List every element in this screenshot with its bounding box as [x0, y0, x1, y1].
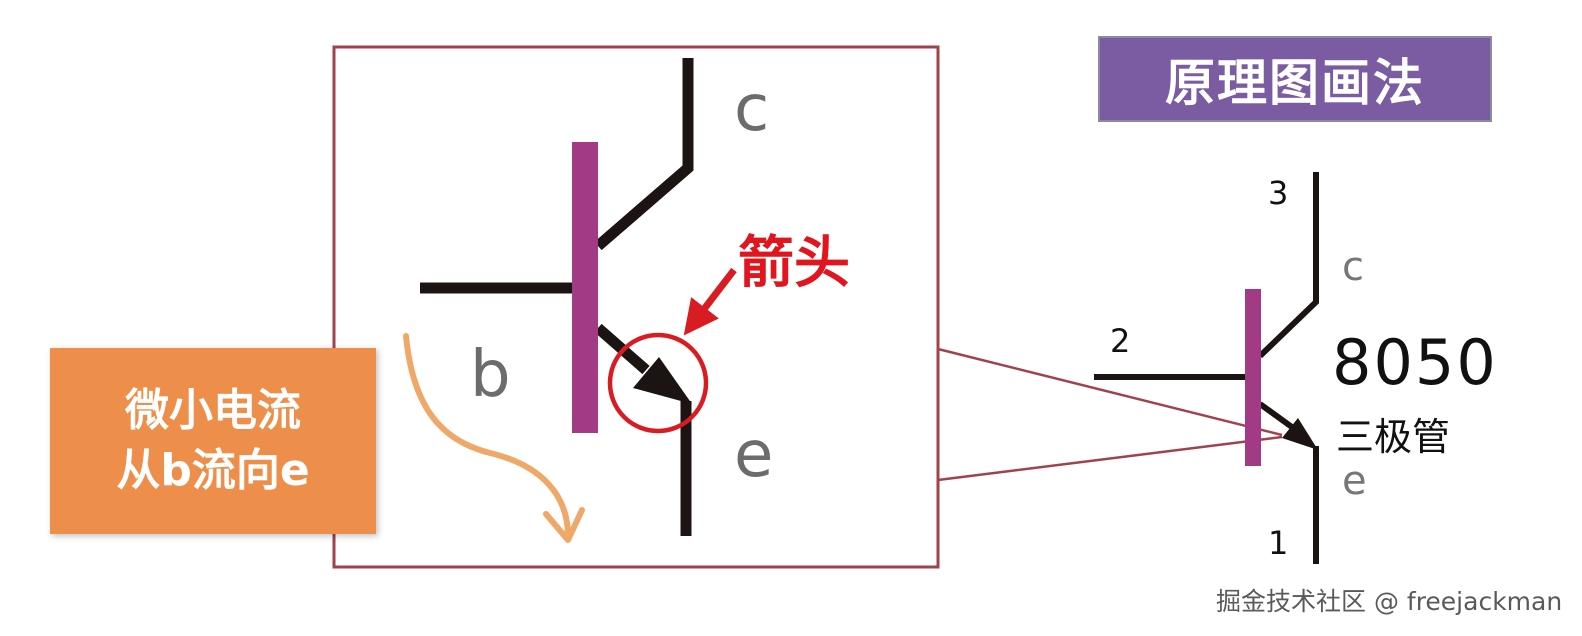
pin-base-number: 2 [1110, 322, 1131, 360]
pointer-arrow [683, 267, 737, 336]
emitter-arrow-head [633, 357, 692, 404]
pin-emitter-number: 1 [1268, 524, 1289, 562]
zoomed-transistor-symbol [420, 58, 737, 536]
pin-collector-number: 3 [1268, 174, 1289, 212]
watermark: 掘金技术社区 @ freejackman [1216, 587, 1563, 616]
flow-arrow-head [543, 507, 585, 543]
small-emitter-label: e [1342, 458, 1367, 504]
arrow-label: 箭头 [738, 231, 850, 296]
arrow-highlight-circle [607, 332, 709, 434]
part-number: 8050 [1332, 326, 1498, 399]
small-collector-label: c [1342, 244, 1364, 290]
zoomed-base-label: b [470, 338, 511, 412]
note-line-2: 从b流向e [116, 445, 310, 496]
note-line-1: 微小电流 [125, 385, 301, 436]
current-flow-arrow [403, 333, 585, 543]
collector-lead [594, 58, 694, 251]
small-collector-lead [1257, 172, 1319, 359]
flow-arrow-curve [403, 333, 571, 539]
title-text: 原理图画法 [1165, 54, 1425, 112]
base-bar [572, 142, 598, 433]
zoom-line-top [937, 347, 1283, 437]
small-emitter-diagonal [1258, 401, 1298, 433]
part-type: 三极管 [1336, 415, 1451, 459]
zoomed-emitter-label: e [734, 418, 774, 492]
title-box: 原理图画法 [1098, 36, 1492, 122]
zoom-frame [332, 45, 940, 569]
current-flow-note: 微小电流 从b流向e [50, 348, 376, 534]
small-transistor-symbol [1094, 172, 1319, 564]
small-base-bar [1245, 289, 1261, 466]
zoomed-collector-label: c [734, 72, 770, 146]
zoom-line-bottom [937, 435, 1283, 482]
small-emitter-arrow-head [1282, 418, 1318, 450]
